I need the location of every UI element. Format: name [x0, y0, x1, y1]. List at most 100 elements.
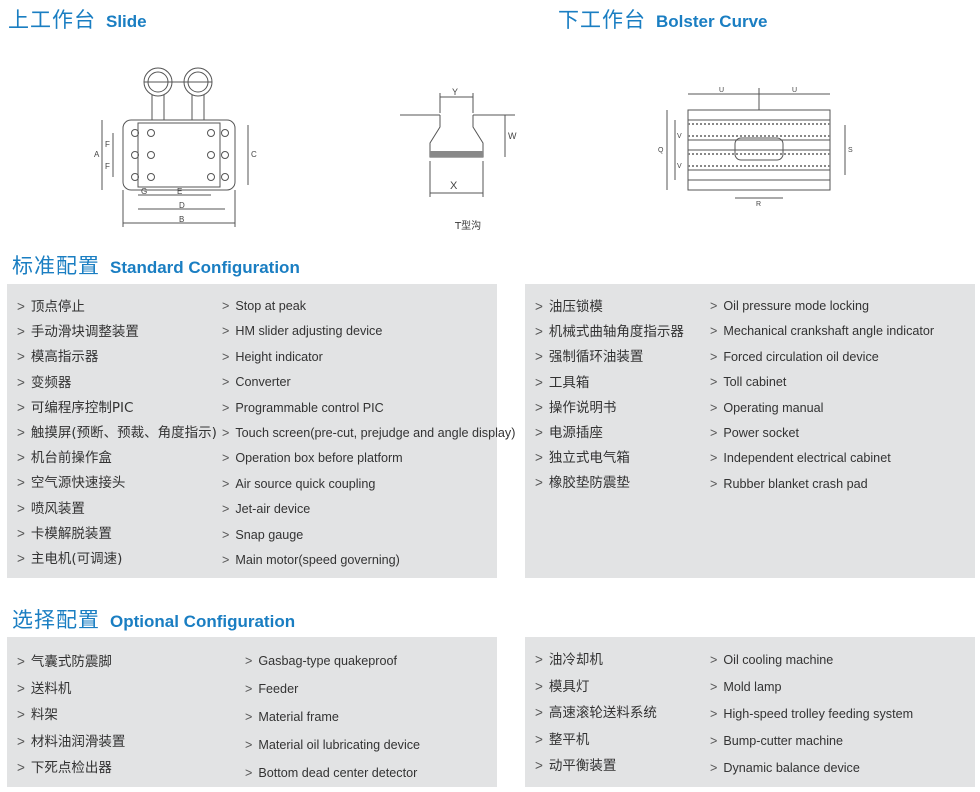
config-item: >Feeder	[245, 675, 420, 703]
bullet-marker: >	[17, 475, 25, 491]
config-item-text: 触摸屏(预断、预裁、角度指示)	[30, 424, 217, 441]
config-item: > 橡胶垫防震垫	[535, 470, 684, 495]
config-item: >卡模解脱装置	[17, 521, 217, 546]
config-item: >气囊式防震脚	[17, 649, 125, 676]
bullet-marker: >	[535, 374, 543, 390]
bullet-marker: >	[222, 451, 230, 466]
config-item: >机械式曲轴角度指示器	[535, 319, 684, 344]
config-item: >手动滑块调整装置	[17, 319, 217, 344]
standard-right-cn-list: >油压锁模>机械式曲轴角度指示器>强制循环油装置>工具箱>操作说明书>电源插座>…	[535, 294, 684, 496]
config-item: >Forced circulation oil device	[710, 345, 934, 370]
bullet-marker: >	[245, 654, 253, 668]
config-item-text: 独立式电气箱	[548, 450, 630, 467]
config-item-text: 操作说明书	[548, 399, 617, 416]
bullet-marker: >	[222, 299, 230, 313]
bullet-marker: >	[710, 680, 718, 694]
config-item: >Main motor(speed governing)	[222, 548, 515, 573]
bullet-marker: >	[710, 425, 718, 440]
config-item: >Operating manual	[710, 396, 934, 421]
bullet-marker: >	[535, 475, 543, 491]
config-item: > 模具灯	[535, 674, 657, 701]
bullet-marker: >	[222, 324, 230, 339]
config-item: >Bottom dead center detector	[245, 759, 420, 787]
config-item-text: Main motor(speed governing)	[235, 552, 400, 567]
config-item-text: 主电机(可调速)	[30, 550, 123, 567]
config-item-text: 料架	[30, 707, 58, 723]
config-item: >Mold lamp	[710, 674, 913, 701]
config-item-text: 顶点停止	[30, 299, 85, 315]
bullet-marker: >	[710, 400, 718, 415]
config-item-text: 整平机	[548, 731, 590, 748]
bullet-marker: >	[17, 399, 25, 415]
config-item: >顶点停止	[17, 294, 217, 319]
config-item: >送料机	[17, 676, 125, 703]
standard-left-panel: >顶点停止>手动滑块调整装置>模高指示器>变频器>可编程序控制PIC>触摸屏(预…	[7, 284, 515, 578]
config-item-text: Snap gauge	[235, 527, 304, 542]
config-item-text: Oil pressure mode locking	[723, 299, 869, 313]
config-item: >Converter	[222, 370, 515, 395]
config-item-text: 下死点检出器	[30, 760, 112, 776]
config-item-text: Operation box before platform	[235, 451, 403, 466]
slide-title-cn: 上工作台	[8, 8, 96, 32]
svg-text:E: E	[177, 187, 182, 196]
bullet-marker: >	[535, 652, 543, 667]
config-item: >Air source quick coupling	[222, 472, 515, 497]
config-item: > 工具箱	[535, 370, 684, 395]
svg-text:Q: Q	[658, 147, 664, 154]
config-item-text: Material oil lubricating device	[258, 738, 421, 752]
config-item: >整平机	[535, 727, 657, 754]
config-item-text: 橡胶垫防震垫	[548, 475, 630, 492]
config-item-text: 模具灯	[548, 678, 590, 695]
standard-left-cn-list: >顶点停止>手动滑块调整装置>模高指示器>变频器>可编程序控制PIC>触摸屏(预…	[17, 294, 217, 571]
bolster-title: 下工作台 Bolster Curve	[558, 4, 767, 34]
config-item-text: 变频器	[30, 374, 72, 391]
bullet-marker: >	[535, 705, 543, 720]
config-item: >喷风装置	[17, 496, 217, 521]
svg-text:R: R	[756, 201, 761, 208]
standard-right-panel: >油压锁模>机械式曲轴角度指示器>强制循环油装置>工具箱>操作说明书>电源插座>…	[525, 284, 975, 578]
config-item: >Dynamic balance device	[710, 755, 913, 782]
bolster-title-en: Bolster Curve	[656, 12, 768, 31]
bullet-marker: >	[17, 550, 25, 566]
config-item: >Material frame	[245, 703, 420, 731]
bullet-marker: >	[17, 680, 25, 696]
config-item: >动平衡装置	[535, 753, 657, 780]
svg-text:V: V	[677, 163, 682, 170]
config-item-text: Gasbag-type quakeproof	[258, 654, 397, 668]
config-item-text: 喷风装置	[30, 500, 85, 517]
config-item: > Operation box before platform	[222, 446, 515, 471]
bullet-marker: >	[17, 374, 25, 390]
bullet-marker: >	[17, 450, 25, 466]
optional-right-panel: >油冷却机>模具灯>高速滚轮送料系统>整平机>动平衡装置 >Oil coolin…	[525, 637, 975, 787]
config-item-text: Programmable control PIC	[235, 400, 384, 415]
bolster-diagram: U U V V Q S R	[658, 87, 853, 208]
config-item: >Jet-air device	[222, 497, 515, 522]
config-item-text: 手动滑块调整装置	[30, 324, 139, 341]
standard-left-en-list: >Stop at peak>HM slider adjusting device…	[222, 294, 515, 573]
slide-title: 上工作台 Slide	[8, 4, 147, 34]
standard-title-en: Standard Configuration	[110, 258, 300, 277]
bullet-marker: >	[710, 734, 718, 748]
svg-text:G: G	[141, 187, 147, 196]
optional-title-en: Optional Configuration	[110, 612, 296, 631]
optional-left-panel: >气囊式防震脚>送料机>料架>材料油润滑装置>下死点检出器 >Gasbag-ty…	[7, 637, 497, 787]
bullet-marker: >	[17, 525, 25, 541]
config-item-text: Independent electrical cabinet	[723, 451, 891, 466]
config-item: >高速滚轮送料系统	[535, 700, 657, 727]
t-slot-diagram: Y W X	[400, 87, 517, 197]
config-item-text: 动平衡装置	[548, 758, 617, 774]
config-item-text: 工具箱	[548, 374, 590, 391]
config-item: >Material oil lubricating device	[245, 731, 420, 759]
config-item: >Stop at peak	[222, 294, 515, 319]
bullet-marker: >	[222, 349, 230, 364]
config-item: >Rubber blanket crash pad	[710, 472, 934, 497]
config-item-text: 油冷却机	[548, 652, 603, 668]
optional-left-en-list: >Gasbag-type quakeproof>Feeder>Material …	[245, 647, 420, 787]
bullet-marker: >	[710, 324, 718, 339]
bullet-marker: >	[535, 399, 543, 415]
bullet-marker: >	[535, 424, 543, 440]
config-item: >Power socket	[710, 421, 934, 446]
standard-right-en-list: >Oil pressure mode locking>Mechanical cr…	[710, 294, 934, 497]
config-item: >High-speed trolley feeding system	[710, 701, 913, 728]
bullet-marker: >	[535, 678, 543, 694]
